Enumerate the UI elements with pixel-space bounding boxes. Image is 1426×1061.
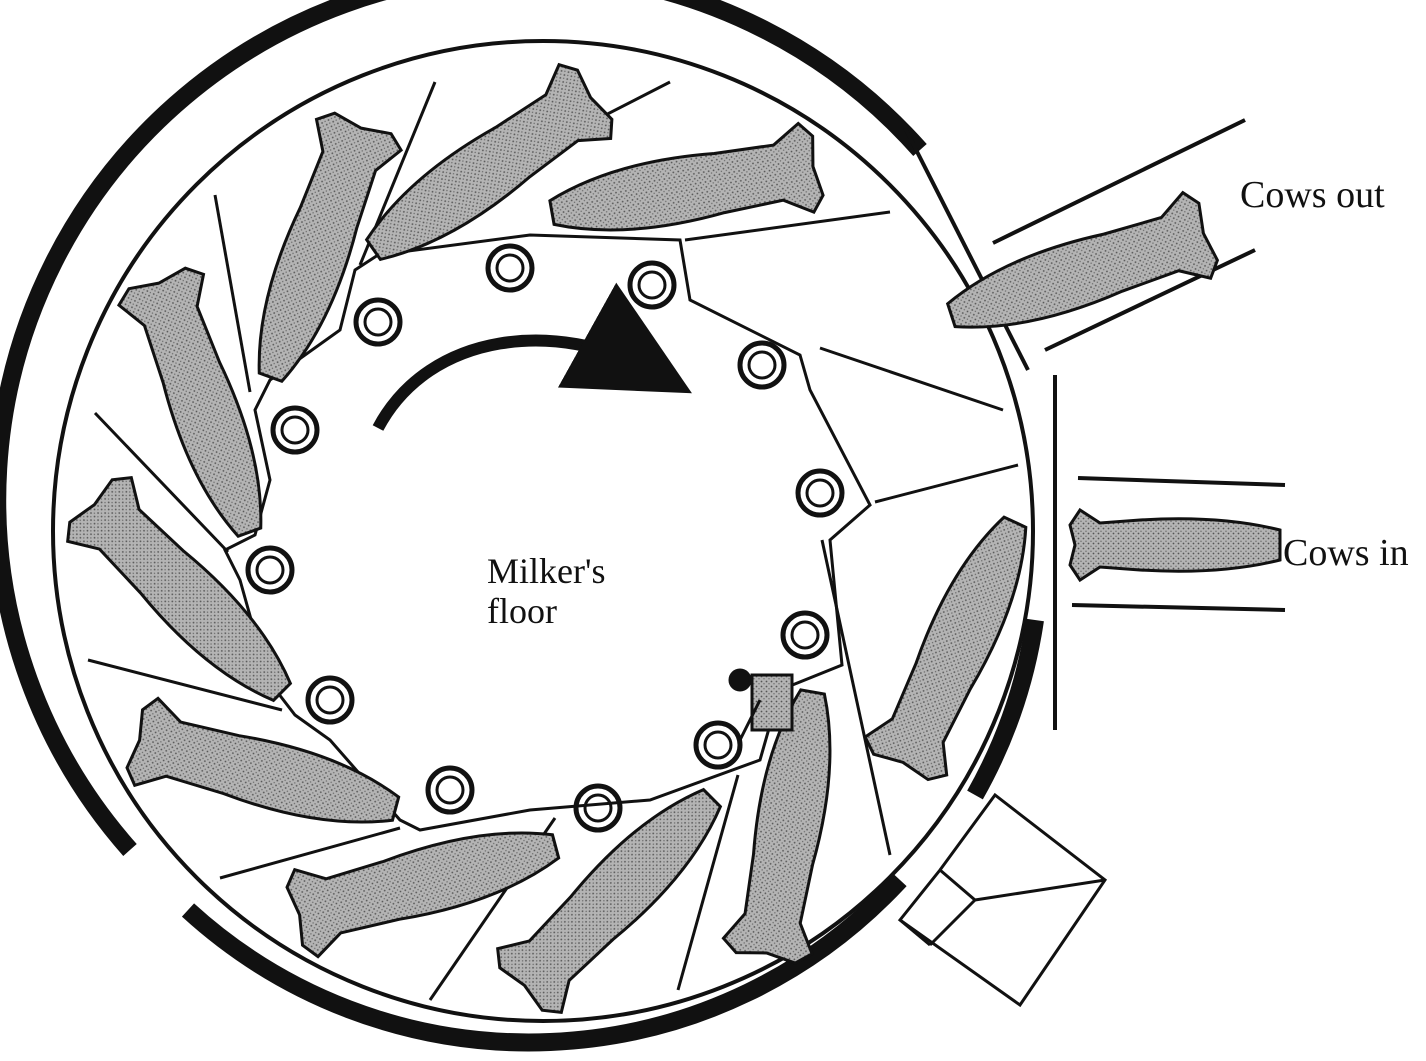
cows-in-label: Cows in	[1283, 532, 1409, 574]
milking-unit-ring	[248, 548, 292, 592]
milking-unit-ring	[488, 246, 532, 290]
cow-1	[348, 58, 621, 287]
milker-figure	[730, 670, 792, 740]
milking-unit-ring	[740, 343, 784, 387]
milking-unit-ring	[630, 263, 674, 307]
milking-unit-ring	[308, 678, 352, 722]
cow-6	[123, 695, 407, 852]
milking-unit-ring	[273, 408, 317, 452]
platform-rim	[53, 41, 1033, 1021]
milking-unit-ring	[798, 471, 842, 515]
milking-unit-ring	[356, 300, 400, 344]
milking-unit-ring	[576, 786, 620, 830]
cows-out-label: Cows out	[1240, 174, 1385, 216]
milkers-floor-label-line2: floor	[487, 591, 557, 631]
cow-entering	[1070, 510, 1280, 580]
rotation-arrow	[378, 341, 650, 428]
exit-chute	[900, 795, 1105, 1005]
cow-7	[283, 803, 567, 960]
milking-unit-ring	[428, 768, 472, 812]
milking-unit-ring	[696, 723, 740, 767]
milkers-floor-label-line1: Milker's	[487, 551, 605, 591]
milking-unit-ring	[783, 613, 827, 657]
